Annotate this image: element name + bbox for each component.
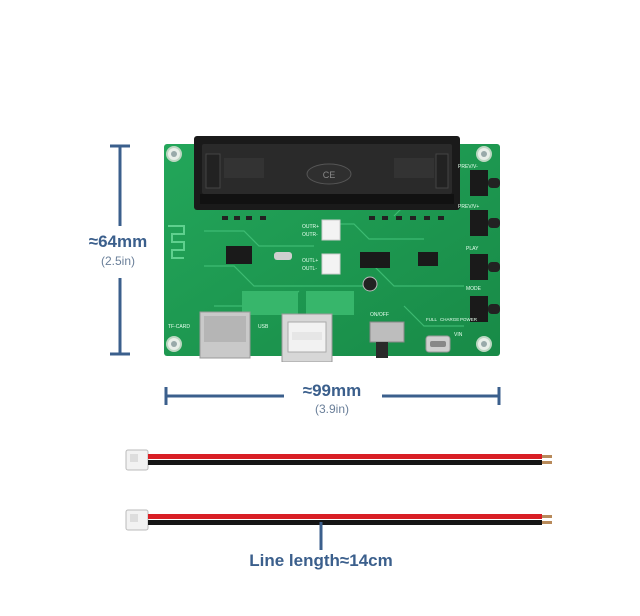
amplifier-chip <box>360 252 390 268</box>
pcb-board: CE OUTR+ OUTR- OUTL+ OUTL- PREV/V- PREV/… <box>164 136 500 362</box>
svg-text:ON/OFF: ON/OFF <box>370 312 389 318</box>
svg-text:OUTR-: OUTR- <box>302 232 318 238</box>
width-inches: (3.9in) <box>314 402 349 416</box>
charge-chip <box>418 252 438 266</box>
mounting-holes <box>166 146 492 352</box>
svg-text:MODE: MODE <box>466 286 482 292</box>
svg-text:OUTL+: OUTL+ <box>302 258 318 264</box>
bluetooth-chip <box>226 246 252 264</box>
svg-text:FULL: FULL <box>426 317 438 322</box>
height-value: ≈64mm <box>88 232 148 251</box>
width-value: ≈99mm <box>302 381 362 400</box>
svg-text:PREV/V-: PREV/V- <box>458 164 478 170</box>
pcb-pad-area-right <box>306 291 354 315</box>
height-inches: (2.5in) <box>100 254 135 268</box>
svg-text:PLAY: PLAY <box>466 246 479 252</box>
height-label-backdrop <box>94 226 148 278</box>
pcb-pad-area-left <box>242 291 298 315</box>
svg-text:POWER: POWER <box>460 317 478 322</box>
battery-holder: CE <box>194 136 460 210</box>
cable-length-pointer <box>319 522 323 550</box>
svg-text:VIN: VIN <box>454 332 463 338</box>
power-switch-knob <box>376 342 388 358</box>
cable-2 <box>125 509 552 531</box>
svg-text:PREV/V+: PREV/V+ <box>458 204 479 210</box>
cable-1 <box>125 449 552 471</box>
capacitor <box>362 276 378 292</box>
antenna-trace <box>168 225 185 259</box>
svg-text:OUTL-: OUTL- <box>302 266 317 272</box>
usb-port <box>281 313 333 362</box>
connector-outr <box>321 219 341 241</box>
svg-text:TF-CARD: TF-CARD <box>168 324 190 330</box>
crystal <box>274 252 292 260</box>
width-dimension-line <box>164 387 501 405</box>
power-switch <box>369 321 405 343</box>
cable-length-caption: Line length≈14cm <box>249 551 393 570</box>
smd-components-top <box>222 216 444 220</box>
push-buttons <box>470 170 500 322</box>
connector-outl <box>321 253 341 275</box>
svg-text:OUTR+: OUTR+ <box>302 224 319 230</box>
svg-text:CHARGE: CHARGE <box>440 317 459 322</box>
svg-text:CE: CE <box>323 170 336 180</box>
svg-text:USB: USB <box>258 324 269 330</box>
